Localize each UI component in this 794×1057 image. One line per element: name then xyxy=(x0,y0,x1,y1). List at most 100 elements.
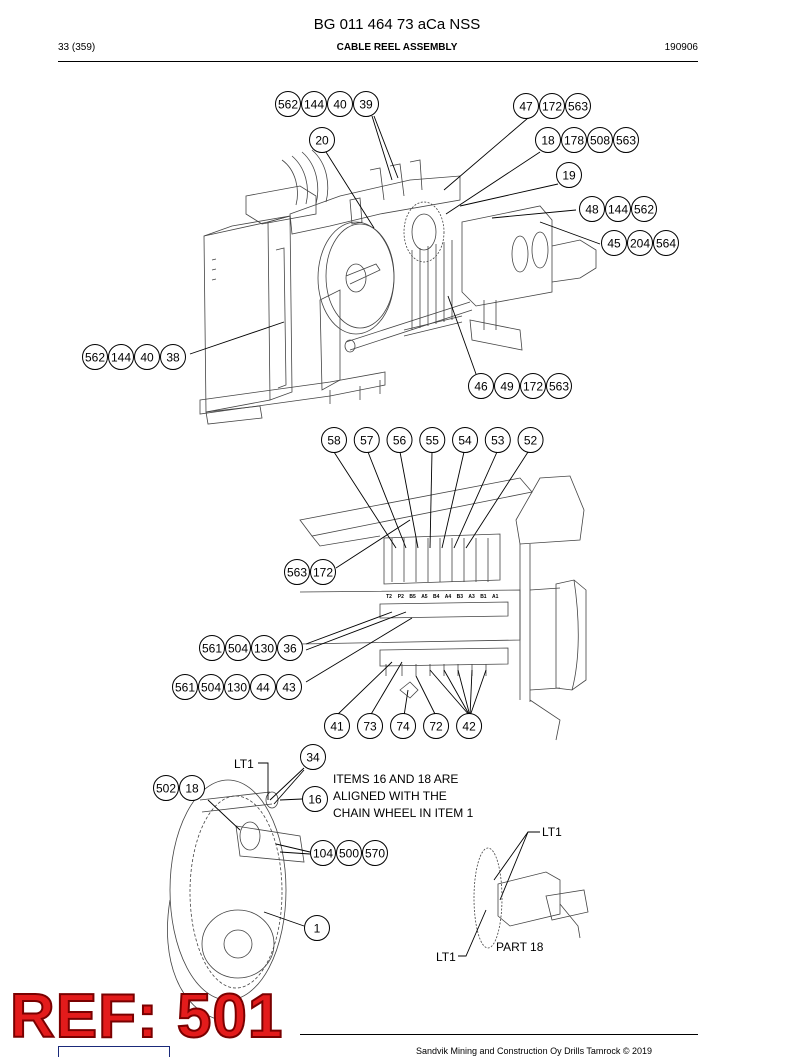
callout-172: 172 xyxy=(310,559,336,585)
callout-number: 43 xyxy=(282,681,296,695)
callout-508: 508 xyxy=(587,127,613,153)
callout-58: 58 xyxy=(321,427,347,453)
callout-57: 57 xyxy=(353,427,380,453)
valve-tag: B4 xyxy=(433,594,440,600)
callout-504: 504 xyxy=(198,674,224,700)
callout-number: 561 xyxy=(175,681,195,695)
callout-number: 42 xyxy=(462,720,476,734)
callout-54: 54 xyxy=(452,427,479,453)
callout-55: 55 xyxy=(419,427,446,453)
callout-563: 563 xyxy=(613,127,639,153)
callout-47: 47 xyxy=(513,93,539,119)
callout-number: 104 xyxy=(313,847,333,861)
note-line-3: CHAIN WHEEL IN ITEM 1 xyxy=(333,806,474,820)
callout-144: 144 xyxy=(108,344,134,370)
callout-56: 56 xyxy=(386,427,413,453)
callout-number: 48 xyxy=(585,203,599,217)
callout-number: 73 xyxy=(363,720,377,734)
callout-number: 172 xyxy=(523,380,543,394)
valve-tag: A3 xyxy=(468,594,475,600)
callout-53: 53 xyxy=(484,427,511,453)
callout-564: 564 xyxy=(653,230,679,256)
callout-number: 18 xyxy=(541,134,555,148)
callout-number: 74 xyxy=(396,720,410,734)
callout-20: 20 xyxy=(309,127,335,153)
ref-stamp: REF: 501 xyxy=(9,982,284,1051)
callout-40: 40 xyxy=(134,344,160,370)
document-number: BG 011 464 73 aCa NSS xyxy=(313,16,481,33)
note-line-1: ITEMS 16 AND 18 ARE xyxy=(333,772,458,786)
callout-number: 564 xyxy=(656,237,676,251)
callout-45: 45 xyxy=(601,230,627,256)
callout-562: 562 xyxy=(275,91,301,117)
valve-block-illustration xyxy=(299,475,587,741)
callout-number: 504 xyxy=(201,681,221,695)
callout-48: 48 xyxy=(579,196,605,222)
callout-number: 561 xyxy=(202,642,222,656)
callout-number: 53 xyxy=(491,434,505,448)
callout-number: 39 xyxy=(359,98,373,112)
callout-number: 504 xyxy=(228,642,248,656)
footer-rule xyxy=(300,1034,698,1035)
callout-number: 46 xyxy=(474,380,488,394)
valve-tag: B1 xyxy=(480,594,487,600)
callout-46: 46 xyxy=(468,373,494,399)
callout-38: 38 xyxy=(160,344,186,370)
callout-number: 19 xyxy=(562,169,576,183)
footer-copyright: Sandvik Mining and Construction Oy Drill… xyxy=(416,1046,653,1056)
callout-74: 74 xyxy=(390,713,417,739)
label-lt1-c: LT1 xyxy=(436,950,456,964)
callout-1: 1 xyxy=(304,915,330,941)
callout-561: 561 xyxy=(172,674,198,700)
callout-130: 130 xyxy=(251,635,277,661)
callout-number: 144 xyxy=(608,203,628,217)
callout-number: 144 xyxy=(111,351,131,365)
callout-number: 55 xyxy=(426,434,440,448)
callout-number: 72 xyxy=(429,720,443,734)
page-number: 33 (359) xyxy=(58,42,96,53)
callout-number: 16 xyxy=(308,793,322,807)
callout-144: 144 xyxy=(605,196,631,222)
callout-number: 562 xyxy=(634,203,654,217)
label-lt1-b: LT1 xyxy=(542,825,562,839)
callout-number: 34 xyxy=(306,751,320,765)
callout-563: 563 xyxy=(565,93,591,119)
callout-number: 563 xyxy=(616,134,636,148)
valve-tag: B3 xyxy=(457,594,464,600)
callout-number: 563 xyxy=(568,100,588,114)
callout-561: 561 xyxy=(199,635,225,661)
callout-172: 172 xyxy=(539,93,565,119)
valve-tag: A4 xyxy=(445,594,452,600)
callout-number: 204 xyxy=(630,237,650,251)
callout-number: 54 xyxy=(458,434,472,448)
callout-172: 172 xyxy=(520,373,546,399)
callout-number: 40 xyxy=(140,351,154,365)
callout-49: 49 xyxy=(494,373,520,399)
callout-19: 19 xyxy=(556,162,582,188)
leader-lines xyxy=(189,115,601,957)
callout-number: 508 xyxy=(590,134,610,148)
valve-tag: T2 xyxy=(386,594,392,600)
callout-570: 570 xyxy=(362,840,388,866)
callout-73: 73 xyxy=(357,713,384,739)
callout-number: 40 xyxy=(333,98,347,112)
callout-number: 1 xyxy=(314,922,321,936)
callout-number: 44 xyxy=(256,681,270,695)
callout-52: 52 xyxy=(517,427,544,453)
valve-tag: A1 xyxy=(492,594,499,600)
callout-number: 500 xyxy=(339,847,359,861)
callout-number: 562 xyxy=(85,351,105,365)
callout-72: 72 xyxy=(423,713,450,739)
callout-number: 41 xyxy=(330,720,344,734)
callout-number: 178 xyxy=(564,134,584,148)
callout-number: 502 xyxy=(156,782,176,796)
callout-36: 36 xyxy=(277,635,303,661)
document-date: 190906 xyxy=(664,42,698,53)
header-rule xyxy=(58,61,698,62)
callout-number: 56 xyxy=(393,434,407,448)
callout-562: 562 xyxy=(631,196,657,222)
callout-number: 38 xyxy=(166,351,180,365)
